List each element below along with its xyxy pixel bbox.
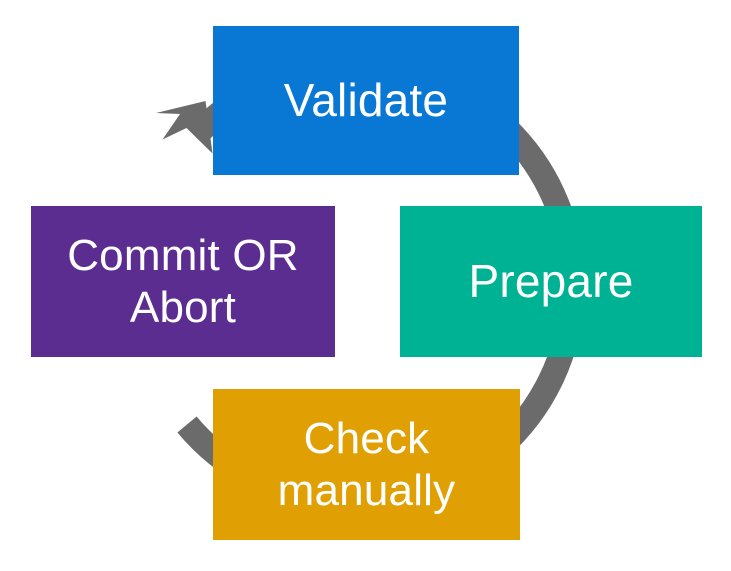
node-validate[interactable]: Validate <box>213 26 519 175</box>
node-validate-label: Validate <box>283 74 449 127</box>
node-prepare[interactable]: Prepare <box>400 206 702 357</box>
node-prepare-label: Prepare <box>468 255 634 308</box>
node-check-manually-label: Check manually <box>277 413 456 515</box>
cycle-arrow-head <box>156 101 213 154</box>
node-commit-or-abort-label: Commit OR Abort <box>67 230 299 332</box>
node-commit-or-abort[interactable]: Commit OR Abort <box>31 206 335 357</box>
node-check-manually[interactable]: Check manually <box>213 389 520 540</box>
